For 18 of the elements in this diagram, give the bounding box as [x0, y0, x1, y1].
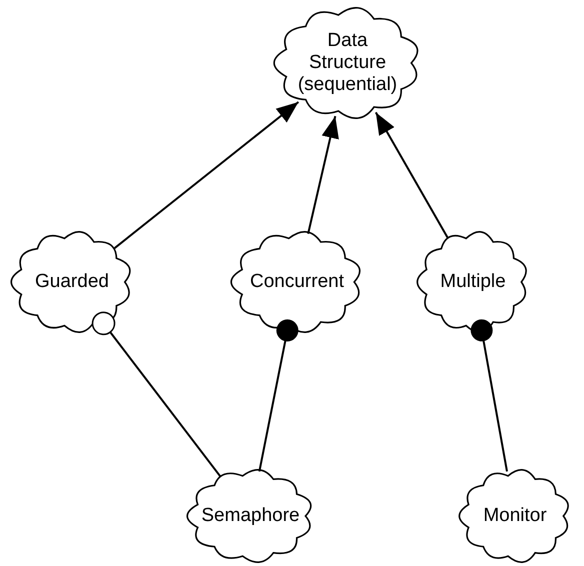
class-cloud	[418, 232, 528, 332]
association-line	[92, 312, 222, 478]
association-line	[258, 319, 298, 472]
inheritance-arrow	[374, 112, 449, 240]
inheritance-arrow	[114, 101, 300, 249]
class-name: Guarded	[35, 271, 109, 293]
class-cloud	[12, 232, 132, 332]
association-line	[470, 319, 508, 472]
class-cloud	[460, 470, 570, 562]
class-name: Multiple	[440, 271, 506, 293]
class-name: Semaphore	[201, 505, 300, 527]
class-name: Data Structure (sequential)	[296, 30, 398, 96]
class-name: Concurrent	[250, 271, 344, 293]
class-cloud	[275, 8, 420, 118]
inheritance-arrow	[307, 116, 339, 234]
class-cloud	[188, 470, 313, 562]
class-name: Monitor	[483, 505, 547, 527]
class-cloud	[232, 232, 362, 332]
